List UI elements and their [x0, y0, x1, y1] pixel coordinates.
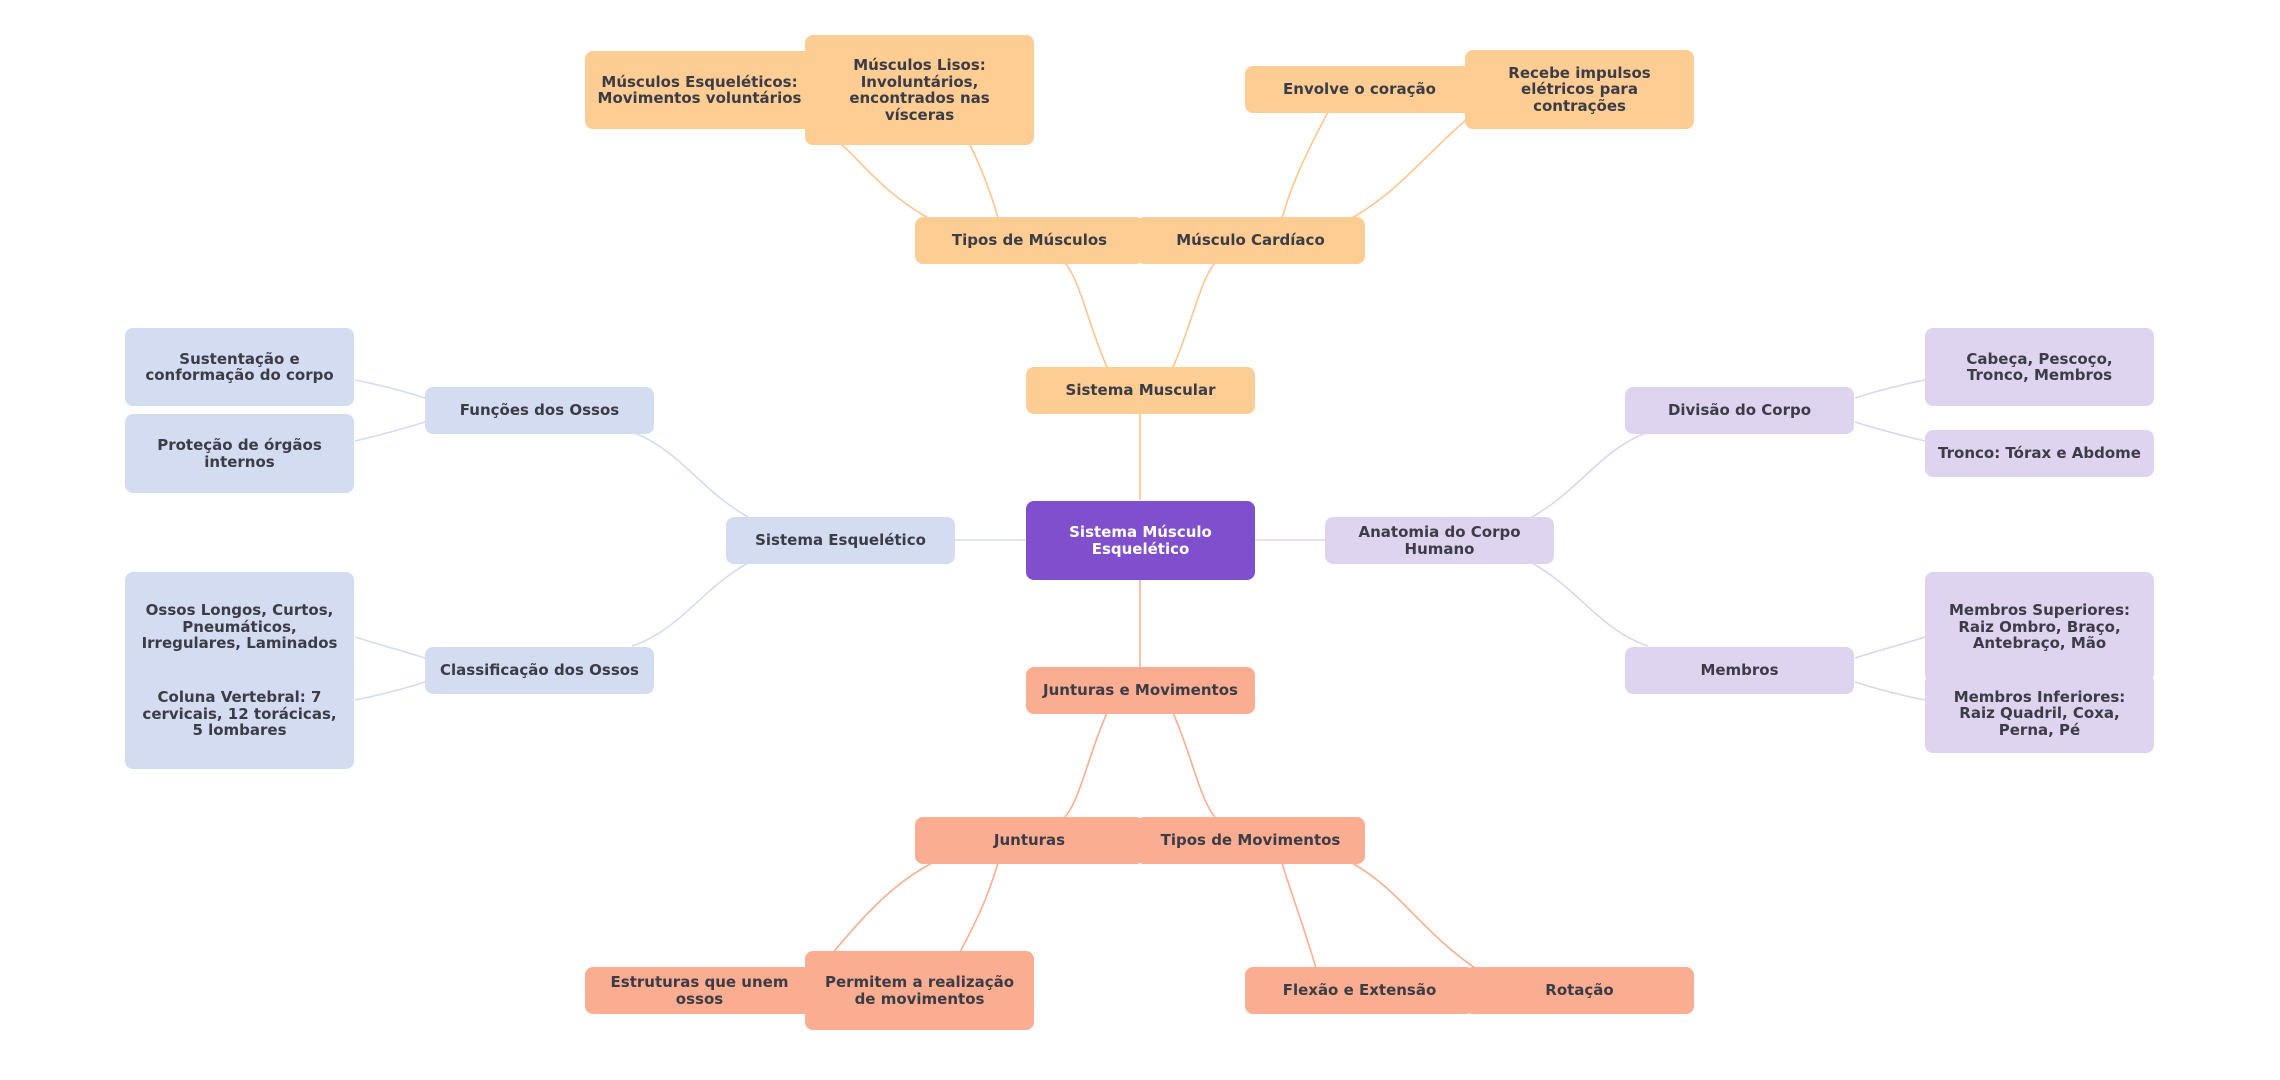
node-sustentacao[interactable]: Sustentação e conformação do corpo	[125, 328, 354, 406]
edge-funcoes-protecao	[354, 421, 426, 442]
node-junturas[interactable]: Junturas	[915, 817, 1144, 864]
node-tipos-movimentos[interactable]: Tipos de Movimentos	[1136, 817, 1365, 864]
node-envolve-coracao[interactable]: Envolve o coração	[1245, 66, 1474, 113]
edge-cardiaco-impulsos	[1351, 119, 1467, 219]
node-rotacao[interactable]: Rotação	[1465, 967, 1694, 1014]
edge-junturas-permitem	[959, 862, 999, 953]
edge-tipos-esqueleticos	[841, 144, 929, 219]
edge-jm-tipos	[1172, 712, 1216, 818]
node-membros[interactable]: Membros	[1625, 647, 1854, 694]
edge-class-tipos	[354, 636, 426, 659]
node-impulsos-eletricos[interactable]: Recebe impulsos elétricos para contraçõe…	[1465, 50, 1694, 129]
node-estruturas-unem-ossos[interactable]: Estruturas que unem ossos	[585, 967, 814, 1014]
edge-tipos-rotacao	[1351, 862, 1476, 969]
edge-muscular-cardiaco	[1172, 262, 1216, 368]
edge-tipos-flexao	[1281, 862, 1317, 969]
root-label: Sistema Músculo Esquelético	[1069, 523, 1212, 558]
node-musculos-lisos[interactable]: Músculos Lisos: Involuntários, encontrad…	[805, 35, 1034, 145]
node-tronco[interactable]: Tronco: Tórax e Abdome	[1925, 430, 2154, 477]
edge-jm-junturas	[1064, 712, 1108, 818]
edge-cardiaco-coracao	[1281, 111, 1329, 219]
node-protecao-orgaos[interactable]: Proteção de órgãos internos	[125, 414, 354, 493]
edge-esq-funcoes	[631, 431, 749, 518]
node-coluna-vertebral[interactable]: Coluna Vertebral: 7 cervicais, 12 toráci…	[125, 659, 354, 769]
edge-anat-membros	[1531, 562, 1649, 647]
node-sistema-muscular[interactable]: Sistema Muscular	[1026, 367, 1255, 414]
node-divisao-corpo[interactable]: Divisão do Corpo	[1625, 387, 1854, 434]
node-classificacao-ossos[interactable]: Classificação dos Ossos	[425, 647, 654, 694]
edge-anat-divisao	[1531, 431, 1649, 518]
edge-membros-superiores	[1854, 636, 1926, 659]
node-musculos-esqueleticos[interactable]: Músculos Esqueléticos: Movimentos volunt…	[585, 51, 814, 129]
edge-membros-inferiores	[1854, 681, 1926, 701]
edge-funcoes-sustentacao	[354, 379, 426, 399]
root-node[interactable]: Sistema Músculo Esquelético	[1026, 501, 1255, 580]
edge-divisao-partes	[1854, 379, 1926, 399]
edge-muscular-tipos	[1064, 262, 1108, 368]
edge-divisao-tronco	[1854, 421, 1926, 442]
node-junturas-movimentos[interactable]: Junturas e Movimentos	[1026, 667, 1255, 714]
node-tipos-musculos[interactable]: Tipos de Músculos	[915, 217, 1144, 264]
node-membros-superiores[interactable]: Membros Superiores: Raiz Ombro, Braço, A…	[1925, 572, 2154, 682]
node-flexao-extensao[interactable]: Flexão e Extensão	[1245, 967, 1474, 1014]
node-funcoes-ossos[interactable]: Funções dos Ossos	[425, 387, 654, 434]
node-anatomia-corpo[interactable]: Anatomia do Corpo Humano	[1325, 517, 1554, 564]
node-membros-inferiores[interactable]: Membros Inferiores: Raiz Quadril, Coxa, …	[1925, 674, 2154, 753]
node-cabeca-pescoco[interactable]: Cabeça, Pescoço, Tronco, Membros	[1925, 328, 2154, 406]
node-musculo-cardiaco[interactable]: Músculo Cardíaco	[1136, 217, 1365, 264]
node-sistema-esqueletico[interactable]: Sistema Esquelético	[726, 517, 955, 564]
edge-esq-classificacao	[631, 562, 749, 647]
node-permitem-movimentos[interactable]: Permitem a realização de movimentos	[805, 951, 1034, 1030]
edge-class-coluna	[354, 681, 426, 701]
edge-tipos-lisos	[969, 144, 999, 219]
